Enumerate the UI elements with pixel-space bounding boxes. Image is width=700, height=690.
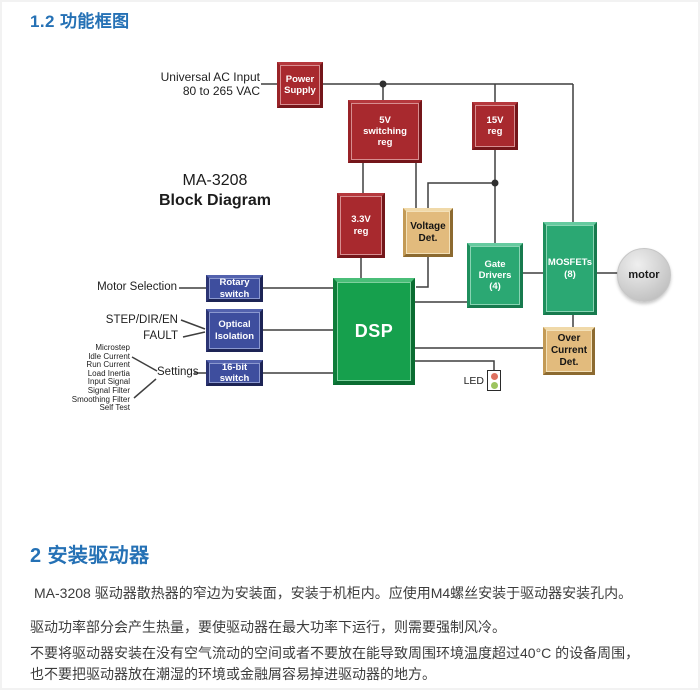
paragraph-environment-line1: 不要将驱动器安装在没有空气流动的空间或者不要放在能导致周围环境温度超过40°C … (30, 645, 640, 661)
settings-item: Idle Current (88, 351, 130, 361)
mosfets-block: MOSFETs (8) (543, 222, 597, 315)
power-supply-block: Power Supply (277, 62, 323, 108)
led-icon (487, 370, 501, 391)
paragraph-environment-line2: 也不要把驱动器放在潮湿的环境或金融屑容易掉进驱动器的地方。 (30, 666, 436, 682)
section-1-2-heading: 1.2 功能框图 (30, 12, 130, 31)
optical-isolation-block: Optical Isolation (206, 309, 263, 352)
diagram-title-caption: Block Diagram (158, 192, 272, 209)
led-green-dot (490, 381, 498, 389)
dsp-block: DSP (333, 278, 415, 385)
led-label: LED (463, 375, 484, 387)
settings-item: Smoothing Filter (71, 394, 130, 404)
settings-item: Signal Filter (87, 385, 130, 395)
wire-dsp-to-led (414, 360, 495, 371)
3-3v-reg-block: 3.3V reg (337, 193, 385, 258)
ac-input-line2: 80 to 265 VAC (182, 83, 260, 98)
paragraph-cooling: 驱动功率部分会产生热量，要使驱动器在最大功率下运行，则需要强制风冷。 (30, 619, 506, 635)
gate-drivers-block: Gate Drivers (4) (467, 243, 523, 308)
section-2-heading: 2 安装驱动器 (30, 545, 150, 567)
settings-item: Load Inertia (87, 368, 130, 378)
settings-options-list: Microstep Idle Current Run Current Load … (28, 343, 130, 413)
settings-label: Settings (157, 366, 199, 378)
motor-selection-label: Motor Selection (97, 281, 177, 293)
paragraph-mounting: MA-3208 驱动器散热器的窄边为安装面，安装于机柜内。应使用M4螺丝安装于驱… (34, 585, 633, 601)
wire-settings-diag-bottom (133, 378, 157, 399)
diagram-title: MA-3208 Block Diagram (155, 172, 275, 210)
wire-fault-diag (182, 331, 206, 338)
settings-item: Microstep (95, 343, 130, 352)
diagram-title-model: MA-3208 (182, 172, 248, 189)
wire-stepdiren-diag (180, 319, 206, 330)
motor-circle: motor (617, 248, 671, 302)
voltage-det-block: Voltage Det. (403, 208, 453, 257)
junction-dot-15v (491, 179, 499, 187)
wire-voltagedet-to-dsp (416, 256, 429, 288)
settings-item: Input Signal (87, 377, 130, 387)
step-dir-en-label: STEP/DIR/EN (105, 314, 178, 326)
wire-settings-diag-top (131, 356, 158, 372)
16-bit-switch-block: 16-bit switch (206, 360, 263, 386)
over-current-det-block: Over Current Det. (543, 327, 595, 375)
settings-item: Run Current (86, 360, 130, 370)
ac-input-line1: Universal AC Input (160, 70, 260, 84)
junction-dot-bus (379, 80, 387, 88)
15v-reg-block: 15V reg (472, 102, 518, 150)
rotary-switch-block: Rotary switch (206, 275, 263, 302)
settings-item: Self Test (99, 403, 130, 413)
fault-label: FAULT (143, 330, 178, 342)
5v-switching-reg-block: 5V switching reg (348, 100, 422, 163)
led-red-dot (490, 372, 498, 380)
ac-input-label: Universal AC Input 80 to 265 VAC (118, 70, 260, 98)
wire-junction-to-voltagedet (427, 182, 495, 209)
